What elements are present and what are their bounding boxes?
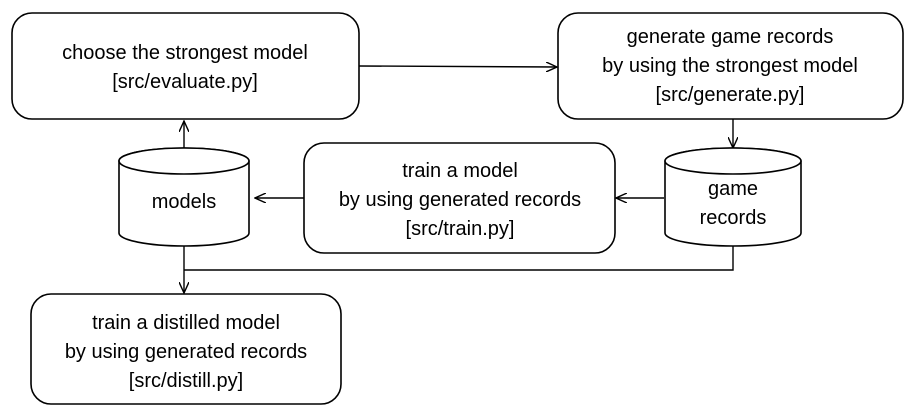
node-game-records-cylinder: game records xyxy=(664,147,802,247)
node-generate: generate game records by using the stron… xyxy=(557,12,904,120)
node-generate-line-3: [src/generate.py] xyxy=(656,84,805,106)
box-train xyxy=(303,142,616,254)
box-generate xyxy=(557,12,904,120)
edges xyxy=(184,66,733,293)
node-evaluate-line-2: [src/evaluate.py] xyxy=(112,71,258,93)
node-train: train a model by using generated records… xyxy=(303,142,616,254)
game-records-cylinder-top xyxy=(664,147,802,175)
edge-game-records-to-distill xyxy=(184,246,734,271)
node-models-cylinder: models xyxy=(118,147,250,247)
node-game-records-line-1: game xyxy=(708,178,758,200)
node-distill-line-1: train a distilled model xyxy=(92,312,280,334)
node-generate-line-1: generate game records xyxy=(627,26,834,48)
models-cylinder-top xyxy=(118,147,250,175)
node-distill-line-2: by using generated records xyxy=(65,341,307,363)
box-evaluate xyxy=(11,12,360,120)
node-train-line-3: [src/train.py] xyxy=(406,218,515,240)
node-distill-line-3: [src/distill.py] xyxy=(129,370,243,392)
node-models-label: models xyxy=(152,191,216,213)
node-train-line-2: by using generated records xyxy=(339,189,581,211)
node-distill: train a distilled model by using generat… xyxy=(30,293,342,405)
node-evaluate-line-1: choose the strongest model xyxy=(62,42,308,64)
node-game-records-line-2: records xyxy=(700,207,767,229)
edge-evaluate-to-generate xyxy=(358,66,557,67)
node-train-line-1: train a model xyxy=(402,160,518,182)
box-distill xyxy=(30,293,342,405)
node-evaluate: choose the strongest model [src/evaluate… xyxy=(11,12,360,120)
node-generate-line-2: by using the strongest model xyxy=(602,55,858,77)
